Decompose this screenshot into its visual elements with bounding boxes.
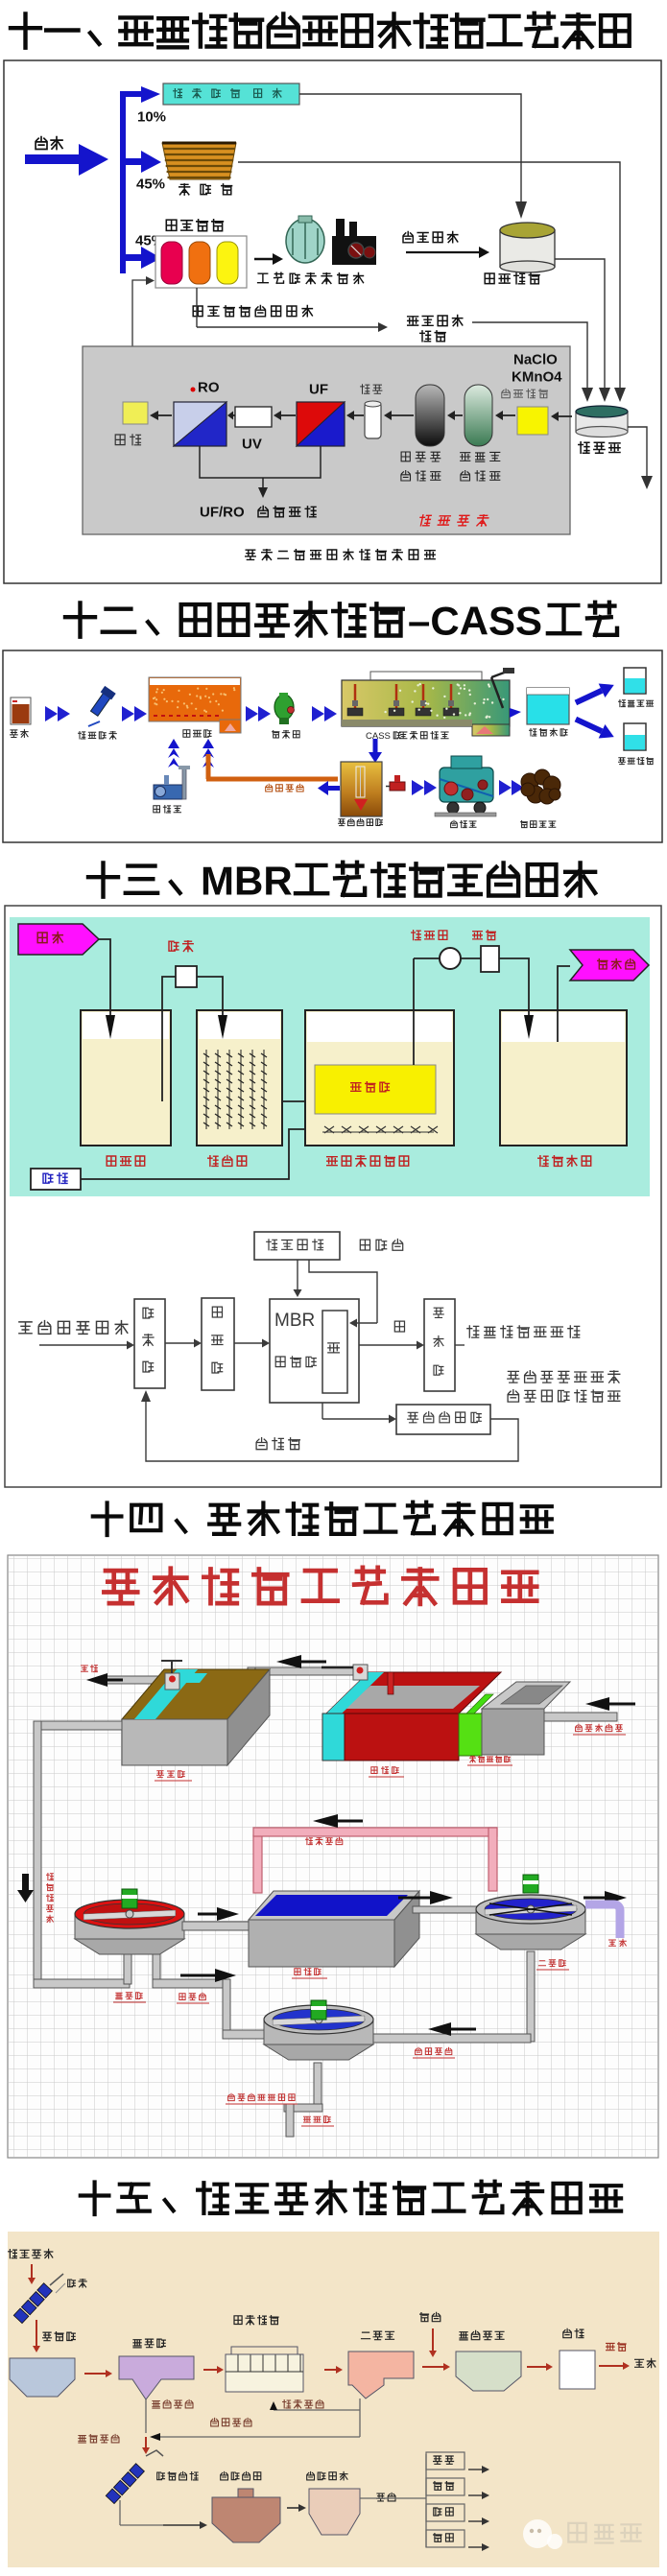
svg-text:KMnO4: KMnO4 <box>512 368 562 385</box>
svg-text:MBR: MBR <box>274 1311 315 1331</box>
svg-text:NaClO: NaClO <box>513 351 558 367</box>
svg-text:MBR: MBR <box>201 858 293 903</box>
svg-text:UV: UV <box>242 436 262 452</box>
svg-text:10%: 10% <box>137 108 166 125</box>
svg-text:45%: 45% <box>136 176 165 192</box>
svg-text:UF: UF <box>309 381 328 397</box>
svg-text:UF/RO: UF/RO <box>200 504 245 520</box>
svg-text:CASS: CASS <box>366 731 391 742</box>
svg-text:–CASS: –CASS <box>408 598 542 643</box>
svg-text:RO: RO <box>198 379 220 395</box>
